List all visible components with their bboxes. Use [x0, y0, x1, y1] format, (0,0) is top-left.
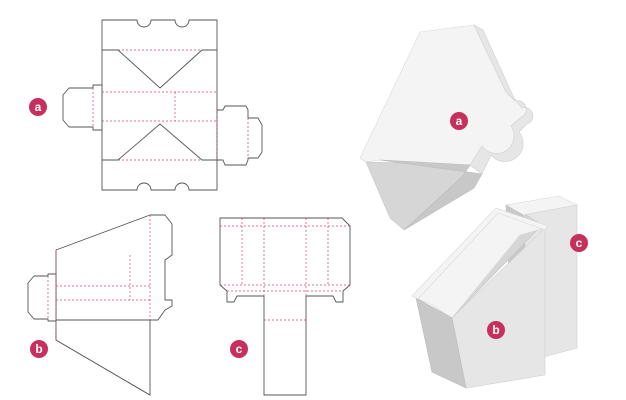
dieline-c-top-panel	[219, 217, 351, 396]
box-b-3d	[411, 207, 549, 389]
badge-dieline-c-label: c	[236, 342, 243, 356]
dieline-a-right-flaps	[216, 105, 263, 166]
badge-dieline-a-label: a	[35, 100, 42, 114]
dieline-b-bottom-trapezoid	[55, 319, 151, 396]
badge-dieline-b-label: b	[35, 342, 42, 356]
dieline-b	[27, 214, 173, 396]
badge-dieline-c: c	[230, 340, 248, 358]
dieline-a-v-cuts	[102, 49, 217, 161]
dieline-b-left-tab	[27, 273, 57, 322]
box-a-3d	[359, 24, 534, 231]
dieline-a-left-tab	[62, 84, 103, 131]
box-b-rim	[411, 207, 549, 300]
badge-dieline-a: a	[29, 98, 47, 116]
badge-box-a-label: a	[456, 114, 463, 128]
badge-dieline-b: b	[30, 340, 48, 358]
dieline-b-fold-lines	[47, 215, 151, 340]
dieline-c	[219, 217, 351, 396]
badge-box-a: a	[450, 112, 468, 130]
dieline-a-fold-lines	[92, 49, 249, 161]
box-b-left-face	[415, 297, 467, 389]
box-a-right-face	[469, 24, 534, 175]
dieline-c-fold-lines	[220, 218, 350, 321]
badge-box-b: b	[487, 321, 505, 339]
dieline-a	[62, 19, 263, 191]
badge-box-c-label: c	[576, 236, 583, 250]
dieline-a-main-panel	[101, 19, 218, 191]
badge-box-c: c	[570, 234, 588, 252]
box-a-top-face	[359, 24, 527, 166]
badge-box-b-label: b	[492, 323, 499, 337]
